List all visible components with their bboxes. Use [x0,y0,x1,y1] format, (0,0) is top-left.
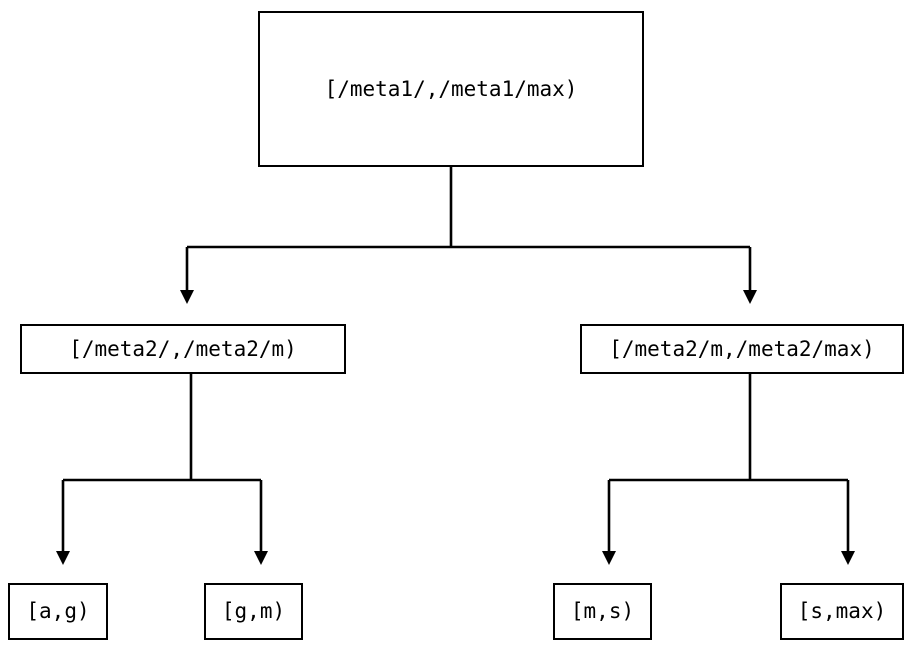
tree-node-leaf-smax-label: [s,max) [797,599,887,623]
tree-node-leaf-gm-label: [g,m) [221,599,286,623]
tree-node-leaf-ag-label: [a,g) [26,599,90,623]
tree-node-mid-left[interactable]: [/meta2/,/meta2/m) [20,324,346,374]
tree-node-leaf-ms-label: [m,s) [570,599,635,623]
arrowhead-to-mid-left [180,290,194,304]
tree-node-mid-right[interactable]: [/meta2/m,/meta2/max) [580,324,904,374]
arrowhead-to-leaf-gm [254,551,268,565]
tree-node-leaf-ms[interactable]: [m,s) [553,583,652,640]
tree-node-root[interactable]: [/meta1/,/meta1/max) [258,11,644,167]
arrowhead-to-leaf-smax [841,551,855,565]
tree-node-root-label: [/meta1/,/meta1/max) [324,76,578,101]
arrowhead-to-mid-right [743,290,757,304]
tree-node-leaf-ag[interactable]: [a,g) [8,583,108,640]
tree-node-leaf-smax[interactable]: [s,max) [780,583,904,640]
arrowhead-to-leaf-ag [56,551,70,565]
tree-node-leaf-gm[interactable]: [g,m) [204,583,303,640]
tree-node-mid-left-label: [/meta2/,/meta2/m) [69,336,297,361]
arrowhead-to-leaf-ms [602,551,616,565]
tree-node-mid-right-label: [/meta2/m,/meta2/max) [609,336,875,361]
